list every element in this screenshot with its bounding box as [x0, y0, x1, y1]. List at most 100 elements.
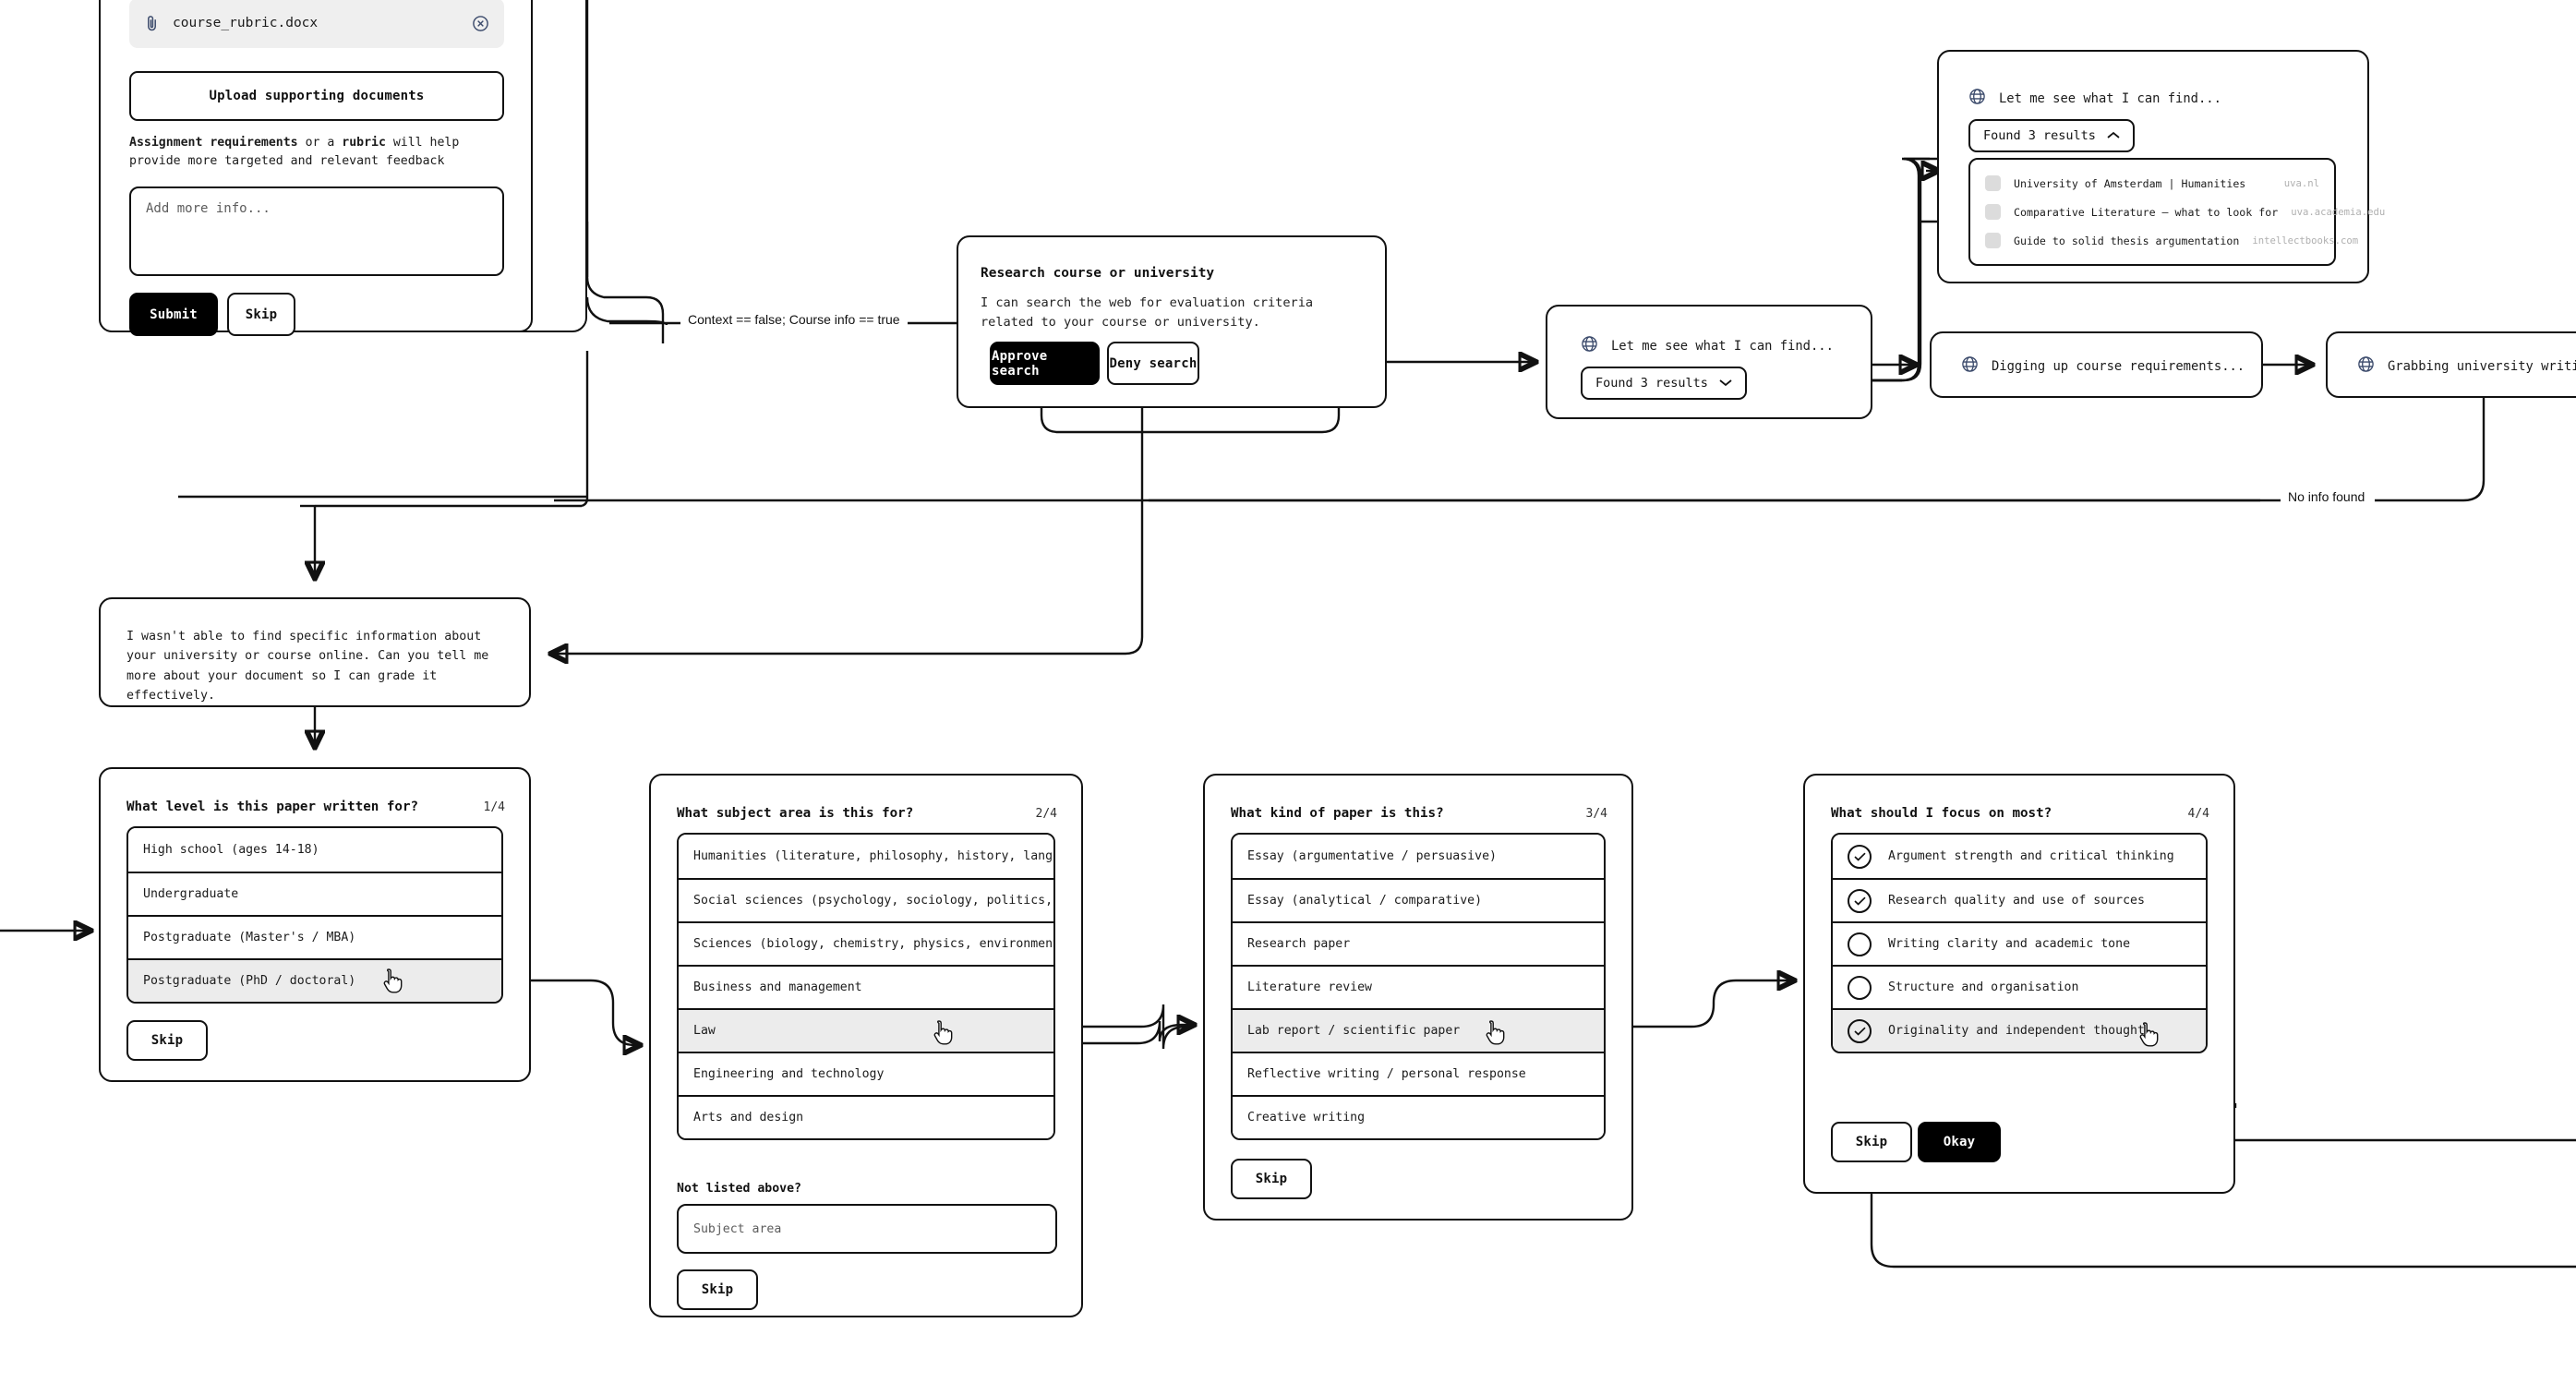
option-row[interactable]: Essay (analytical / comparative) [1233, 878, 1604, 921]
assistant-message-card: I wasn't able to find specific informati… [99, 597, 531, 707]
search-result-item[interactable]: Comparative Literature — what to look fo… [1970, 198, 2385, 226]
question-title: What kind of paper is this? [1231, 806, 1444, 821]
option-label: Postgraduate (Master's / MBA) [143, 931, 356, 944]
favicon-placeholder [1985, 233, 2001, 248]
option-label: Business and management [693, 980, 862, 994]
option-row[interactable]: Reflective writing / personal response [1233, 1052, 1604, 1095]
status-row: Digging up course requirements... [1961, 355, 2245, 377]
option-label: Literature review [1247, 980, 1372, 994]
file-name: course_rubric.docx [173, 16, 319, 30]
option-label: Reflective writing / personal response [1247, 1067, 1526, 1081]
check-circle-icon-checked [1848, 844, 1872, 869]
question-counter: 1/4 [483, 800, 505, 814]
option-row[interactable]: High school (ages 14-18) [128, 828, 501, 872]
approve-search-button[interactable]: Approve search [990, 342, 1100, 385]
option-row-selected[interactable]: Law [679, 1008, 1053, 1052]
question-counter: 2/4 [1035, 807, 1057, 821]
option-row[interactable]: Sciences (biology, chemistry, physics, e… [679, 921, 1053, 965]
upload-card: course_rubric.docx Upload supporting doc… [99, 0, 533, 336]
search-results-card-expanded: Let me see what I can find... Found 3 re… [1937, 50, 2385, 283]
search-status-label: Let me see what I can find... [1999, 90, 2221, 106]
status-card-digging: Digging up course requirements... [1930, 331, 2263, 398]
mouse-cursor-icon [381, 968, 405, 995]
option-label: Essay (analytical / comparative) [1247, 894, 1483, 908]
search-result-item[interactable]: University of Amsterdam | Humanities uva… [1970, 169, 2334, 198]
okay-button[interactable]: Okay [1918, 1122, 2001, 1162]
subject-area-input[interactable]: Subject area [677, 1204, 1057, 1254]
not-listed-label: Not listed above? [677, 1182, 801, 1196]
globe-icon [1961, 355, 1979, 377]
mouse-cursor-icon [932, 1019, 956, 1047]
research-course-card: Research course or university I can sear… [957, 235, 1387, 408]
status-label: Grabbing university writing guide... [2388, 358, 2576, 374]
question-counter: 3/4 [1585, 807, 1607, 821]
option-label: Engineering and technology [693, 1067, 885, 1081]
result-url: uva.academia.edu [2291, 206, 2386, 218]
check-circle-icon-checked [1848, 1018, 1872, 1043]
question-header: What level is this paper written for? 1/… [126, 800, 505, 814]
close-circle-icon[interactable] [472, 15, 489, 32]
deny-search-button[interactable]: Deny search [1107, 342, 1199, 385]
helper-bold-requirements: Assignment requirements [129, 136, 298, 150]
skip-button-4[interactable]: Skip [1831, 1122, 1912, 1162]
search-results-list: University of Amsterdam | Humanities uva… [1968, 158, 2385, 266]
result-title: Guide to solid thesis argumentation [2014, 234, 2240, 247]
more-info-textarea[interactable]: Add more info... [129, 186, 504, 276]
option-row[interactable]: Research quality and use of sources [1833, 878, 2206, 921]
found-results-label: Found 3 results [1595, 376, 1708, 391]
result-url: intellectbooks.com [2252, 235, 2359, 247]
option-row[interactable]: Postgraduate (Master's / MBA) [128, 915, 501, 958]
option-group: Humanities (literature, philosophy, hist… [677, 833, 1055, 1140]
chevron-up-icon [2107, 128, 2120, 143]
option-row[interactable]: Research paper [1233, 921, 1604, 965]
question-title: What should I focus on most? [1831, 806, 2052, 821]
option-row-selected[interactable]: Originality and independent thought [1833, 1008, 2206, 1052]
search-status-row: Let me see what I can find... [1581, 335, 1834, 356]
option-row[interactable]: Literature review [1233, 965, 1604, 1008]
option-row-selected[interactable]: Lab report / scientific paper [1233, 1008, 1604, 1052]
option-row[interactable]: Business and management [679, 965, 1053, 1008]
found-results-toggle-collapsed[interactable]: Found 3 results [1581, 367, 1747, 400]
circle-icon-unchecked [1848, 975, 1872, 1000]
option-label: Lab report / scientific paper [1247, 1024, 1461, 1038]
option-row[interactable]: Undergraduate [128, 872, 501, 915]
skip-button-1[interactable]: Skip [126, 1020, 208, 1061]
skip-upload-button[interactable]: Skip [227, 293, 295, 336]
chevron-down-icon [1719, 376, 1732, 391]
option-row[interactable]: Argument strength and critical thinking [1833, 835, 2206, 878]
option-label: High school (ages 14-18) [143, 843, 319, 857]
option-row[interactable]: Writing clarity and academic tone [1833, 921, 2206, 965]
skip-button-3[interactable]: Skip [1231, 1159, 1312, 1199]
result-title: University of Amsterdam | Humanities [2014, 176, 2246, 190]
status-label: Digging up course requirements... [1992, 358, 2245, 374]
result-url: uva.nl [2283, 177, 2319, 189]
status-card-grabbing: Grabbing university writing guide... [2326, 331, 2576, 398]
upload-helper-text: Assignment requirements or a rubric will… [129, 134, 499, 171]
option-row[interactable]: Essay (argumentative / persuasive) [1233, 835, 1604, 878]
favicon-placeholder [1985, 204, 2001, 220]
question-header: What kind of paper is this? 3/4 [1231, 806, 1607, 821]
upload-supporting-documents-button[interactable]: Upload supporting documents [129, 71, 504, 121]
globe-icon [1581, 335, 1598, 356]
skip-button-2[interactable]: Skip [677, 1269, 758, 1310]
found-results-toggle-expanded[interactable]: Found 3 results [1968, 119, 2135, 152]
option-label: Postgraduate (PhD / doctoral) [143, 974, 356, 988]
edge-label-no-info: No info found [2281, 489, 2373, 504]
search-result-item[interactable]: Guide to solid thesis argumentation inte… [1970, 226, 2358, 255]
option-row[interactable]: Humanities (literature, philosophy, hist… [679, 835, 1053, 878]
submit-button[interactable]: Submit [129, 293, 218, 336]
question-card-1: What level is this paper written for? 1/… [99, 767, 531, 1082]
option-label: Research paper [1247, 937, 1351, 951]
option-row[interactable]: Arts and design [679, 1095, 1053, 1138]
question-card-3: What kind of paper is this? 3/4 Essay (a… [1203, 774, 1633, 1221]
option-label: Creative writing [1247, 1111, 1366, 1124]
option-row[interactable]: Structure and organisation [1833, 965, 2206, 1008]
assistant-message-text: I wasn't able to find specific informati… [126, 630, 489, 703]
research-card-title: Research course or university [981, 266, 1215, 281]
status-row: Grabbing university writing guide... [2357, 355, 2576, 377]
option-row-selected[interactable]: Postgraduate (PhD / doctoral) [128, 958, 501, 1002]
option-row[interactable]: Social sciences (psychology, sociology, … [679, 878, 1053, 921]
option-row[interactable]: Engineering and technology [679, 1052, 1053, 1095]
file-chip[interactable]: course_rubric.docx [129, 0, 504, 48]
option-row[interactable]: Creative writing [1233, 1095, 1604, 1138]
